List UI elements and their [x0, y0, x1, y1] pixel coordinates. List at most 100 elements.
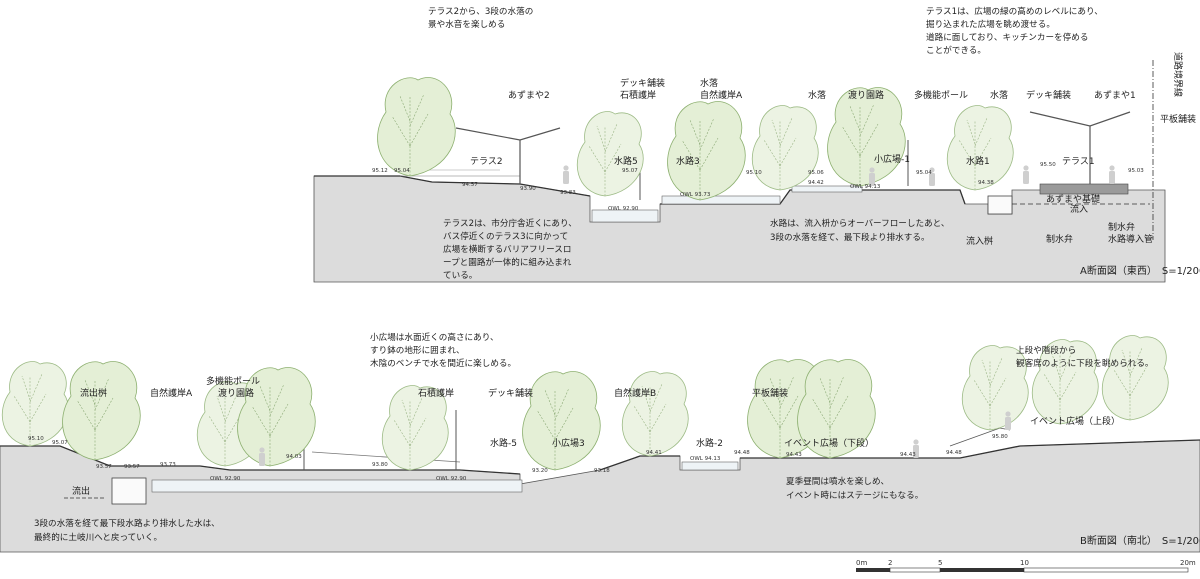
- label-road-boundary: 道路境界線: [1172, 52, 1184, 97]
- label-waterfall3: 水落: [990, 89, 1008, 101]
- note-upper-steps: 上段や階段から 観客席のように下段を眺められる。: [1016, 344, 1154, 369]
- elevation-mark: 93.18: [594, 468, 610, 474]
- scale-tick: 0m: [856, 559, 867, 567]
- note-small-plaza: 小広場は水面近くの高さにあり、 すり鉢の地形に囲まれ、 木陰のベンチで水を間近に…: [370, 331, 516, 369]
- label-waterway3: 水路3: [676, 155, 700, 167]
- label-multi-pole: 多機能ポール: [206, 375, 260, 387]
- scale-tick: 10: [1020, 559, 1029, 567]
- elevation-mark: 94.43: [786, 452, 802, 458]
- note-summer: 夏季昼間は噴水を楽しめ、 イベント時にはステージにもなる。: [786, 475, 923, 501]
- label-waterway5: 水路5: [614, 155, 638, 167]
- waterway1-channel: [791, 185, 863, 193]
- label-terrace2: テラス2: [470, 156, 503, 167]
- inflow-basin: [987, 195, 1013, 215]
- section-b-caption: B断面図（南北） S=1/200: [1080, 534, 1200, 547]
- label-waterfall2: 水落: [808, 89, 826, 101]
- elevation-mark: 93.83: [560, 190, 576, 196]
- elevation-mark: OWL 92.90: [436, 476, 467, 482]
- elevation-mark: 95.12: [372, 168, 388, 174]
- elevation-mark: 93.57: [124, 464, 140, 470]
- outflow-basin: [111, 477, 147, 505]
- label-flat-paving: 平板舗装: [752, 387, 788, 399]
- label-control-valve: 制水弁: [1046, 233, 1073, 245]
- note-waterway: 水路は、流入枡からオーバーフローしたあと、 3段の水落を経て、最下段より排水する…: [770, 217, 952, 243]
- label-azumaya1: あずまや1: [1094, 90, 1136, 101]
- elevation-mark: 93.73: [160, 462, 176, 468]
- label-deck2: デッキ舗装: [1026, 89, 1071, 101]
- elevation-mark: 94.41: [646, 450, 662, 456]
- note-drain: 3段の水落を経て最下段水路より排水した水は、 最終的に土岐川へと戻っていく。: [34, 517, 223, 543]
- note-terrace1-top: テラス1は、広場の緑の高めのレベルにあり、 掘り込まれた広場を眺め渡せる。 道路…: [926, 5, 1106, 56]
- label-waterway2: 水路-2: [696, 437, 723, 449]
- elevation-mark: 94.38: [978, 180, 994, 186]
- elevation-mark: 93.80: [372, 462, 388, 468]
- label-outflow: 流出: [72, 485, 90, 497]
- label-garden-path: 渡り園路: [848, 89, 884, 101]
- label-deck: デッキ舗装: [488, 387, 533, 399]
- elevation-mark: 93.90: [520, 186, 536, 192]
- note-terrace2-top: テラス2から、3段の水落の 景や水音を楽しめる: [428, 5, 536, 30]
- label-natural-a: 自然護岸A: [700, 89, 743, 101]
- label-control-valve2: 制水弁: [1108, 221, 1135, 233]
- label-flat-paving: 平板舗装: [1160, 113, 1196, 125]
- elevation-mark: 94.48: [946, 450, 962, 456]
- label-outflow-basin: 流出桝: [80, 387, 107, 399]
- label-intake-pipe: 水路導入管: [1108, 233, 1153, 245]
- scale-tick: 5: [938, 559, 942, 567]
- elevation-mark: 95.03: [1128, 168, 1144, 174]
- waterway2-channel: [681, 461, 739, 471]
- section-a-caption: A断面図（東西） S=1/200: [1080, 264, 1200, 277]
- waterway3-channel: [661, 195, 781, 205]
- section-a-elevations: 95.12 95.04 94.57 93.90 93.83 95.07 OWL …: [372, 162, 1144, 212]
- label-multi-pole: 多機能ポール: [914, 89, 968, 101]
- scale-tick: 20m: [1180, 559, 1196, 567]
- elevation-mark: OWL 94.13: [850, 184, 881, 190]
- elevation-mark: 95.07: [622, 168, 638, 174]
- label-stone: 石積護岸: [620, 89, 656, 101]
- waterway5-channel: [591, 209, 659, 223]
- elevation-mark: 94.43: [900, 452, 916, 458]
- label-event-lower: イベント広場（下段）: [784, 437, 874, 449]
- label-inflow-basin: 流入桝: [966, 235, 993, 247]
- label-inflow: 流入: [1070, 203, 1088, 215]
- note-terrace2-bottom: テラス2は、市分庁舎近くにあり、 バス停近くのテラス3に向かって 広場を横断する…: [443, 217, 580, 281]
- section-a-labels: あずまや2 デッキ舗装 石積護岸 水落 自然護岸A 水落 渡り園路 多機能ポール…: [470, 52, 1196, 247]
- lower-channel: [151, 479, 523, 493]
- label-terrace1: テラス1: [1062, 156, 1095, 167]
- elevation-mark: 94.03: [286, 454, 302, 460]
- label-stone: 石積護岸: [418, 387, 454, 399]
- elevation-mark: 95.04: [916, 170, 932, 176]
- label-waterway1: 水路1: [966, 155, 990, 167]
- elevation-mark: OWL 92.90: [608, 206, 639, 212]
- elevation-mark: 94.57: [462, 182, 478, 188]
- section-b-labels: 流出桝 自然護岸A 多機能ポール 渡り園路 石積護岸 デッキ舗装 水路-5 小広…: [72, 375, 1120, 497]
- azumaya-base: [1039, 183, 1129, 195]
- elevation-mark: OWL 93.73: [680, 192, 711, 198]
- label-natural-b: 自然護岸B: [614, 387, 656, 399]
- section-a: [313, 60, 1166, 283]
- elevation-mark: 95.07: [52, 440, 68, 446]
- section-b: [0, 335, 1200, 553]
- scale-tick: 2: [888, 559, 892, 567]
- elevation-mark: 94.42: [808, 180, 824, 186]
- elevation-mark: 95.10: [28, 436, 44, 442]
- elevation-mark: 95.50: [1040, 162, 1056, 168]
- label-event-upper: イベント広場（上段）: [1030, 415, 1120, 427]
- scale-bar: 0m 2 5 10 20m: [856, 559, 1196, 573]
- label-waterway5: 水路-5: [490, 437, 517, 449]
- section-b-elevations: 95.10 95.07 93.57 93.57 93.73 94.03 93.8…: [28, 434, 1008, 482]
- label-azumaya2: あずまや2: [508, 90, 550, 101]
- elevation-mark: 94.48: [734, 450, 750, 456]
- elevation-mark: OWL 92.90: [210, 476, 241, 482]
- elevation-mark: OWL 94.13: [690, 456, 721, 462]
- label-azumaya-base: あずまや基礎: [1046, 193, 1100, 205]
- elevation-mark: 93.20: [532, 468, 548, 474]
- label-waterfall: 水落: [700, 77, 718, 89]
- elevation-mark: 95.06: [808, 170, 824, 176]
- elevation-mark: 95.04: [394, 168, 410, 174]
- label-small-plaza1: 小広場-1: [874, 153, 910, 165]
- label-natural-a: 自然護岸A: [150, 387, 193, 399]
- label-garden-path: 渡り園路: [218, 387, 254, 399]
- label-small-plaza3: 小広場3: [552, 437, 585, 449]
